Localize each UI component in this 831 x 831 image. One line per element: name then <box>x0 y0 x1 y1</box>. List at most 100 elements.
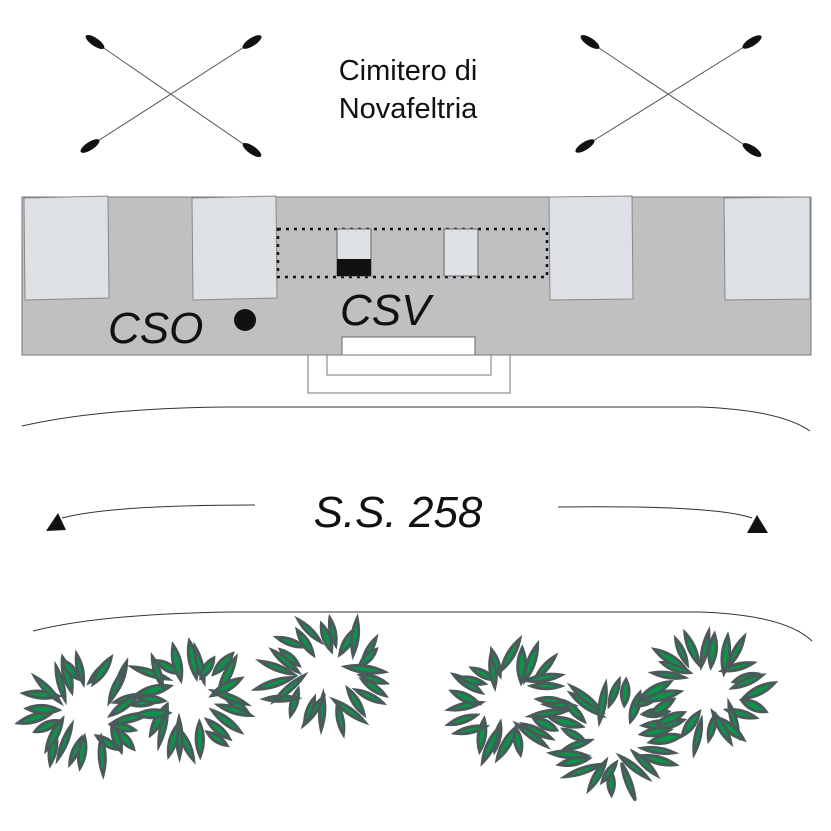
direction-arrow-right <box>557 506 753 519</box>
leaf <box>327 613 338 650</box>
csv-label: CSV <box>340 286 434 335</box>
trees <box>14 613 779 802</box>
leaf <box>646 732 686 745</box>
leaf <box>455 675 489 686</box>
leaf <box>586 756 609 795</box>
leaf <box>329 696 370 726</box>
leaf <box>74 649 86 689</box>
cso-label: CSO <box>108 304 203 353</box>
leaf <box>356 673 391 685</box>
leaf <box>207 688 253 707</box>
leaf <box>518 721 556 741</box>
leaf <box>498 634 523 675</box>
cross-end-marker <box>575 139 595 153</box>
box-3 <box>548 195 634 301</box>
leaf <box>254 659 299 677</box>
tree <box>545 675 686 802</box>
leaf <box>213 703 256 718</box>
leaf <box>23 703 63 715</box>
leaf <box>619 676 631 709</box>
leaf <box>559 738 595 751</box>
leaf <box>683 628 701 669</box>
dotted-zone <box>276 227 549 279</box>
leaf <box>545 749 592 760</box>
leaf <box>208 707 245 735</box>
leaf <box>107 667 124 707</box>
cross-end-marker <box>85 34 105 50</box>
cso-dot <box>234 309 256 331</box>
leaf <box>524 708 574 719</box>
leaf <box>559 762 607 779</box>
cross-right <box>584 41 753 151</box>
entrance-step <box>341 336 476 357</box>
leaf <box>692 714 704 759</box>
arrow-head-left-icon <box>46 513 66 531</box>
leaf <box>546 715 586 729</box>
leaf <box>637 679 674 700</box>
leaf <box>448 689 483 706</box>
leaf <box>76 732 88 772</box>
direction-arrow-left <box>61 504 256 519</box>
leaf <box>133 708 173 720</box>
leaf <box>521 672 567 684</box>
box-2 <box>191 195 278 301</box>
arrow-head-right-icon <box>747 515 768 533</box>
box-1 <box>23 195 110 301</box>
cross-left <box>89 41 253 151</box>
csv-unit-1-dark <box>337 259 371 276</box>
leaf <box>277 647 302 668</box>
leaf <box>707 630 719 671</box>
leaf <box>490 645 502 680</box>
leaf <box>533 695 569 705</box>
leaf <box>55 718 75 765</box>
leaf <box>720 631 732 678</box>
leaf <box>526 681 566 691</box>
leaf <box>345 684 367 719</box>
leaf <box>728 673 767 690</box>
title-line-1: Cimitero di <box>339 55 478 87</box>
leaf <box>350 613 361 661</box>
cross-end-marker <box>742 143 762 157</box>
leaf <box>269 671 309 705</box>
leaf <box>647 670 690 680</box>
leaf <box>303 693 317 728</box>
entrance-inner <box>326 355 492 376</box>
leaf <box>91 654 114 688</box>
leaf <box>358 677 389 699</box>
leaf <box>150 651 165 692</box>
leaf <box>199 655 216 681</box>
title-line-2: Novafeltria <box>339 93 478 125</box>
leaf <box>170 641 184 685</box>
leaf <box>335 699 346 739</box>
leaf <box>97 732 107 780</box>
leaf <box>597 678 608 728</box>
leaf <box>203 717 233 742</box>
cross-end-marker <box>242 35 262 49</box>
leaf <box>717 661 758 673</box>
leaf <box>531 717 560 732</box>
leaf <box>512 720 551 750</box>
leaf <box>494 723 519 764</box>
leaf <box>319 620 334 655</box>
leaf <box>351 687 388 706</box>
tree <box>637 626 779 759</box>
leaf <box>211 651 235 677</box>
leaf <box>673 634 690 669</box>
leaf <box>32 719 62 734</box>
leaf <box>294 615 325 646</box>
leaf <box>650 647 689 671</box>
tree <box>14 649 154 780</box>
leaf <box>68 734 83 769</box>
leaf <box>636 745 680 756</box>
leaf <box>555 755 593 768</box>
leaf <box>295 626 316 659</box>
leaf <box>340 663 390 675</box>
leaf <box>653 710 688 726</box>
leaf <box>562 698 587 725</box>
leaf <box>710 707 734 748</box>
leaf <box>194 718 206 761</box>
leaf <box>444 713 481 727</box>
cross-end-marker <box>80 139 100 153</box>
leaf <box>699 626 711 672</box>
